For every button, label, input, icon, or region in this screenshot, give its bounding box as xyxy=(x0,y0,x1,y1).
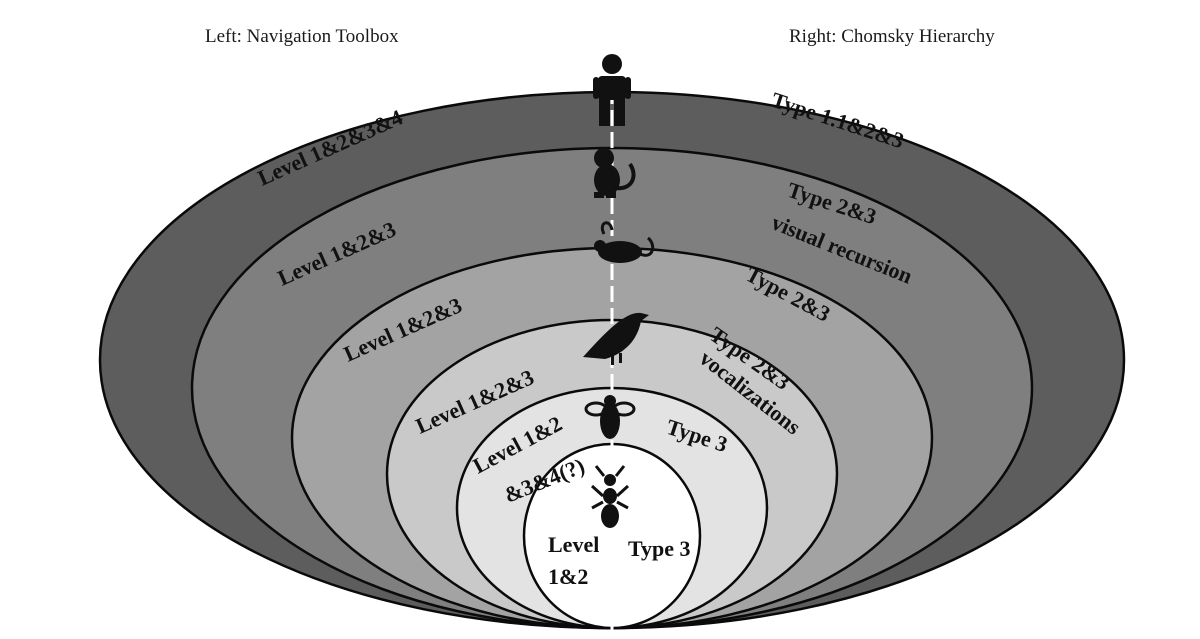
ant-icon xyxy=(590,465,630,528)
ring6-level-label: Level xyxy=(548,532,599,557)
bee-icon xyxy=(584,395,636,439)
ring6-type-label: Type 3 xyxy=(628,536,691,561)
ring6-level-label-extra: 1&2 xyxy=(548,564,588,589)
right-caption: Right: Chomsky Hierarchy xyxy=(789,26,995,47)
mouse-icon xyxy=(594,221,655,263)
monkey-icon xyxy=(594,148,636,198)
human-icon xyxy=(593,54,631,126)
bird-icon xyxy=(583,312,649,365)
left-caption: Left: Navigation Toolbox xyxy=(205,26,399,47)
